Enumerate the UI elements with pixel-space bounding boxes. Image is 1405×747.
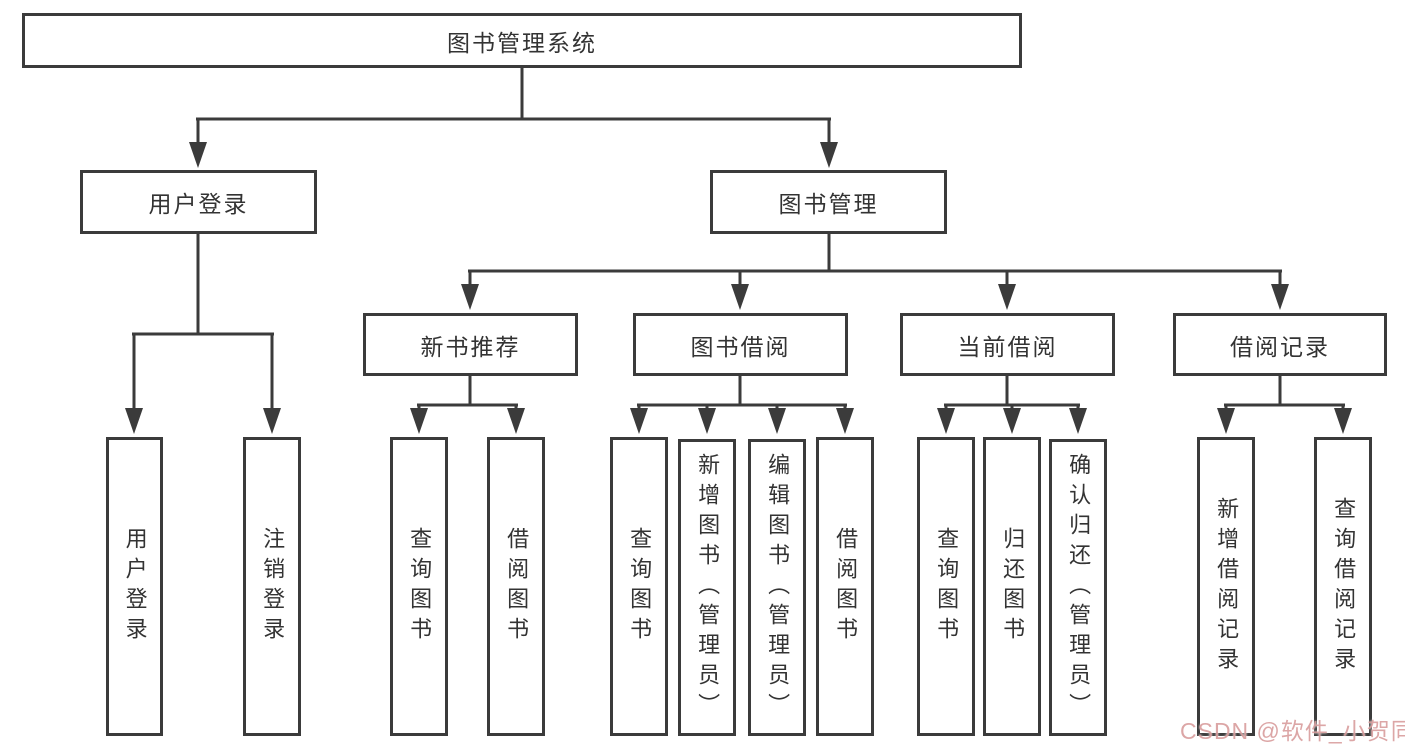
leaf-newbook-query-book-label: 查询图书	[407, 526, 433, 647]
node-borrow-records-label: 借阅记录	[1230, 333, 1330, 360]
node-book-management-label: 图书管理	[778, 191, 879, 217]
leaf-borrow-add-book-admin-label: 新增图书（管理员）	[695, 452, 721, 723]
node-book-management: 图书管理	[710, 170, 947, 234]
connector-user-login-branch	[125, 234, 281, 434]
leaf-current-query-book: 查询图书	[917, 437, 975, 736]
node-current-borrow: 当前借阅	[900, 313, 1115, 376]
leaf-borrow-edit-book-admin: 编辑图书（管理员）	[748, 439, 806, 736]
leaf-borrow-query-book: 查询图书	[610, 437, 668, 736]
leaf-record-query-record: 查询借阅记录	[1314, 437, 1372, 736]
connector-current-borrow-branch	[937, 375, 1087, 434]
leaf-borrow-edit-book-admin-label: 编辑图书（管理员）	[765, 452, 791, 723]
node-book-borrow: 图书借阅	[633, 313, 848, 376]
csdn-watermark: CSDN @软件_小贺同学	[1180, 718, 1405, 744]
connector-book-borrow-branch	[630, 375, 854, 434]
connector-root-to-level2	[189, 68, 838, 168]
leaf-record-query-record-label: 查询借阅记录	[1331, 496, 1357, 677]
node-root-label: 图书管理系统	[447, 29, 597, 56]
leaf-current-confirm-return-admin: 确认归还（管理员）	[1049, 439, 1107, 736]
node-root-system: 图书管理系统	[22, 13, 1022, 68]
node-new-book-recommend-label: 新书推荐	[420, 333, 521, 360]
node-user-login: 用户登录	[80, 170, 317, 234]
leaf-borrow-add-book-admin: 新增图书（管理员）	[678, 439, 736, 736]
leaf-borrow-borrow-book-label: 借阅图书	[833, 526, 859, 647]
node-user-login-label: 用户登录	[148, 191, 249, 217]
leaf-logout-label: 注销登录	[260, 526, 286, 647]
node-new-book-recommend: 新书推荐	[363, 313, 578, 376]
connector-book-management-branch	[461, 234, 1289, 310]
leaf-newbook-borrow-book: 借阅图书	[487, 437, 545, 736]
leaf-newbook-borrow-book-label: 借阅图书	[504, 526, 530, 647]
leaf-current-return-book-label: 归还图书	[1000, 526, 1026, 647]
leaf-borrow-borrow-book: 借阅图书	[816, 437, 874, 736]
connector-borrow-record-branch	[1217, 375, 1352, 434]
leaf-user-login: 用户登录	[106, 437, 163, 736]
leaf-logout: 注销登录	[243, 437, 301, 736]
node-book-borrow-label: 图书借阅	[690, 333, 791, 360]
leaf-newbook-query-book: 查询图书	[390, 437, 448, 736]
node-current-borrow-label: 当前借阅	[957, 333, 1058, 360]
leaf-current-confirm-return-admin-label: 确认归还（管理员）	[1066, 452, 1092, 723]
leaf-current-return-book: 归还图书	[983, 437, 1041, 736]
leaf-current-query-book-label: 查询图书	[934, 526, 960, 647]
node-borrow-records: 借阅记录	[1173, 313, 1387, 376]
leaf-user-login-label: 用户登录	[122, 526, 148, 647]
leaf-borrow-query-book-label: 查询图书	[627, 526, 653, 647]
leaf-record-add-record: 新增借阅记录	[1197, 437, 1255, 736]
connector-new-book-branch	[410, 375, 525, 434]
leaf-record-add-record-label: 新增借阅记录	[1214, 496, 1240, 677]
